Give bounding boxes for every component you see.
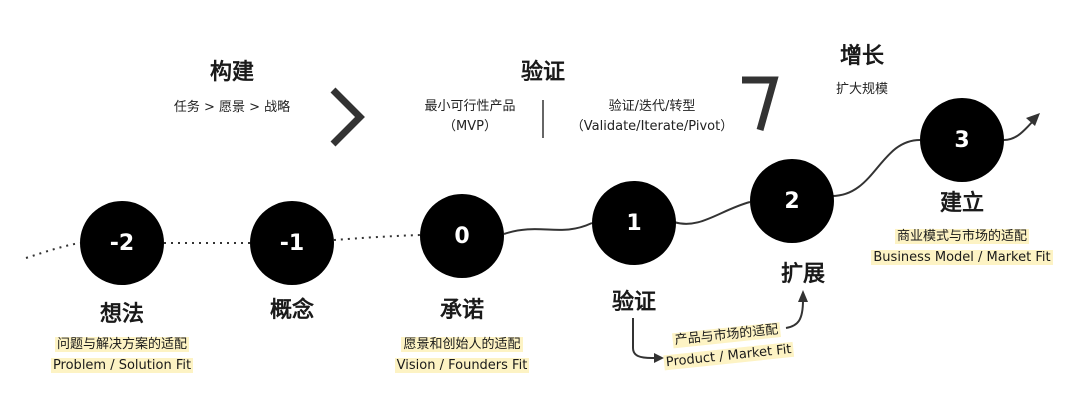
fit-vision-founders: 愿景和创始人的适配 Vision / Founders Fit <box>376 334 548 376</box>
curve-0-1 <box>503 222 593 235</box>
fit-en: Problem / Solution Fit <box>50 358 194 373</box>
stage-node-1: 1 <box>592 181 676 265</box>
mvp-line1: 最小可行性产品 <box>424 99 516 114</box>
stage-node-2: 2 <box>750 159 834 243</box>
fit-en: Vision / Founders Fit <box>394 358 530 373</box>
fit-problem-solution: 问题与解决方案的适配 Problem / Solution Fit <box>32 334 212 376</box>
phase-validate-title: 验证 <box>520 60 565 85</box>
stage-node-3: 3 <box>920 98 1004 182</box>
fit-business-market: 商业模式与市场的适配 Business Model / Market Fit <box>862 226 1062 268</box>
dotted-line-start <box>25 242 81 259</box>
stage-name-idea: 想法 <box>99 302 144 327</box>
stage-name-build: 建立 <box>939 191 984 216</box>
phase-build-title: 构建 <box>209 60 254 85</box>
phase-validate-left: 最小可行性产品 （MVP） <box>405 97 535 137</box>
chevron-down-icon <box>742 76 779 131</box>
chevron-right-icon <box>330 87 365 147</box>
vip-line2: （Validate/Iterate/Pivot） <box>570 119 734 134</box>
curve-1-2 <box>673 201 751 225</box>
fit-arrow-up-line <box>785 299 804 329</box>
stage-node--2: -2 <box>80 201 164 285</box>
stage-name-scale: 扩展 <box>780 262 825 287</box>
stage-name-concept: 概念 <box>269 298 314 323</box>
dotted-line-b <box>333 234 421 241</box>
phase-grow-title: 增长 <box>839 44 884 69</box>
vip-line1: 验证/迭代/转型 <box>608 99 696 114</box>
curve-2-3 <box>831 139 921 197</box>
phase-build-subtitle: 任务 > 愿景 > 战略 <box>173 100 291 115</box>
stage-name-validate: 验证 <box>611 290 656 315</box>
fit-arrow-head-up <box>798 290 808 302</box>
mvp-line2: （MVP） <box>443 119 497 134</box>
phase-validate-right: 验证/迭代/转型 （Validate/Iterate/Pivot） <box>552 97 752 137</box>
stage-node-0: 0 <box>420 194 504 278</box>
fit-cn: 愿景和创始人的适配 <box>401 337 523 352</box>
fit-cn: 问题与解决方案的适配 <box>54 337 189 352</box>
fit-cn: 商业模式与市场的适配 <box>894 229 1029 244</box>
fit-arrow-line <box>632 318 660 359</box>
phase-grow-subtitle: 扩大规模 <box>835 82 888 97</box>
fit-arrow-head-right <box>654 353 664 363</box>
arrow-out-head <box>1026 113 1040 126</box>
stage-name-commit: 承诺 <box>439 298 484 323</box>
stage-node--1: -1 <box>250 201 334 285</box>
fit-en: Business Model / Market Fit <box>871 250 1053 265</box>
